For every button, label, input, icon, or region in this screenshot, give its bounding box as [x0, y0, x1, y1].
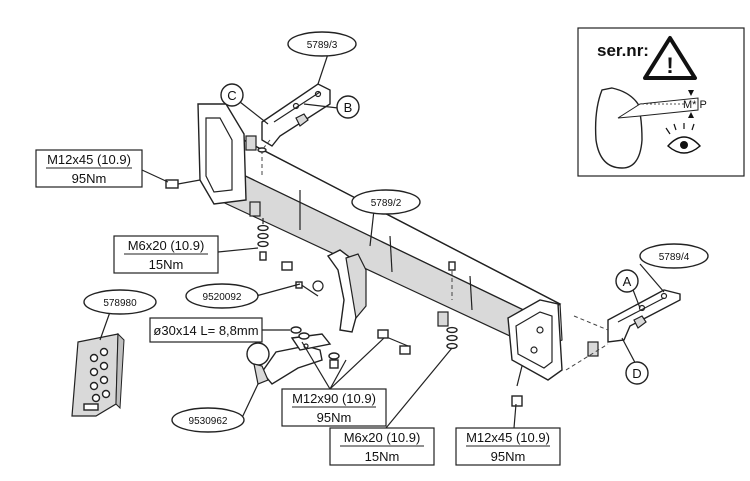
letter-d-text: D [632, 366, 641, 381]
torque-spec: 95Nm [491, 449, 526, 464]
part-ref-bracket-top: 5789/3 [287, 31, 357, 57]
serial-label: ser.nr: [597, 41, 649, 60]
washer-spec-box: ø30x14 L= 8,8mm [149, 317, 263, 343]
part-ref-bracket-right: 5789/4 [639, 243, 709, 269]
ref-text-beam: 5789/2 [371, 198, 402, 209]
letter-d: D [625, 361, 649, 385]
part-ref-beam: 5789/2 [351, 189, 421, 215]
torque-spec: 95Nm [317, 410, 352, 425]
bracket-top [261, 83, 331, 147]
tow-ball-assembly [246, 249, 367, 385]
plate-text: M* P [683, 99, 707, 111]
ref-text-bracket-top: 5789/3 [307, 40, 338, 51]
washer-spec: ø30x14 L= 8,8mm [153, 323, 258, 338]
bolt-spec: M6x20 (10.9) [128, 238, 205, 253]
fasteners [165, 139, 609, 407]
bracket-right [587, 289, 681, 357]
spec-box-top-left: M12x45 (10.9) 95Nm [35, 149, 143, 188]
electrical-kit [71, 332, 125, 417]
warning-triangle-icon: ! [643, 36, 697, 80]
part-ref-electrical-kit: 578980 [83, 289, 157, 315]
part-ref-bolt-set: 9520092 [185, 283, 259, 309]
letter-c: C [220, 83, 244, 107]
bolt-spec: M12x45 (10.9) [466, 430, 550, 445]
letter-a: A [615, 269, 639, 293]
serial-number-panel: ser.nr: ! M* P [577, 27, 745, 177]
bolt-spec: M6x20 (10.9) [344, 430, 421, 445]
spec-box-bottom-mid: M6x20 (10.9) 15Nm [329, 427, 435, 466]
bolt-spec: M12x90 (10.9) [292, 391, 376, 406]
torque-spec: 15Nm [365, 449, 400, 464]
bolt-spec: M12x45 (10.9) [47, 152, 131, 167]
spec-box-ball-bolt: M12x90 (10.9) 95Nm [281, 388, 387, 427]
leader-lines [99, 53, 665, 429]
letter-c-text: C [227, 88, 236, 103]
ref-text-bolt-set: 9520092 [203, 292, 242, 303]
id-plate: M* P [617, 97, 707, 119]
spec-box-bottom-right: M12x45 (10.9) 95Nm [455, 427, 561, 466]
svg-text:!: ! [666, 53, 673, 78]
letter-b: B [336, 95, 360, 119]
letter-b-text: B [344, 100, 353, 115]
letter-a-text: A [623, 274, 632, 289]
eye-icon [665, 123, 701, 154]
torque-spec: 15Nm [149, 257, 184, 272]
cross-beam [197, 103, 563, 381]
ref-text-electrical-kit: 578980 [103, 298, 137, 309]
torque-spec: 95Nm [72, 171, 107, 186]
ref-text-bracket-right: 5789/4 [659, 252, 690, 263]
part-ref-ball: 9530962 [171, 407, 245, 433]
ref-text-ball: 9530962 [189, 416, 228, 427]
spec-box-mid-left: M6x20 (10.9) 15Nm [113, 235, 219, 274]
